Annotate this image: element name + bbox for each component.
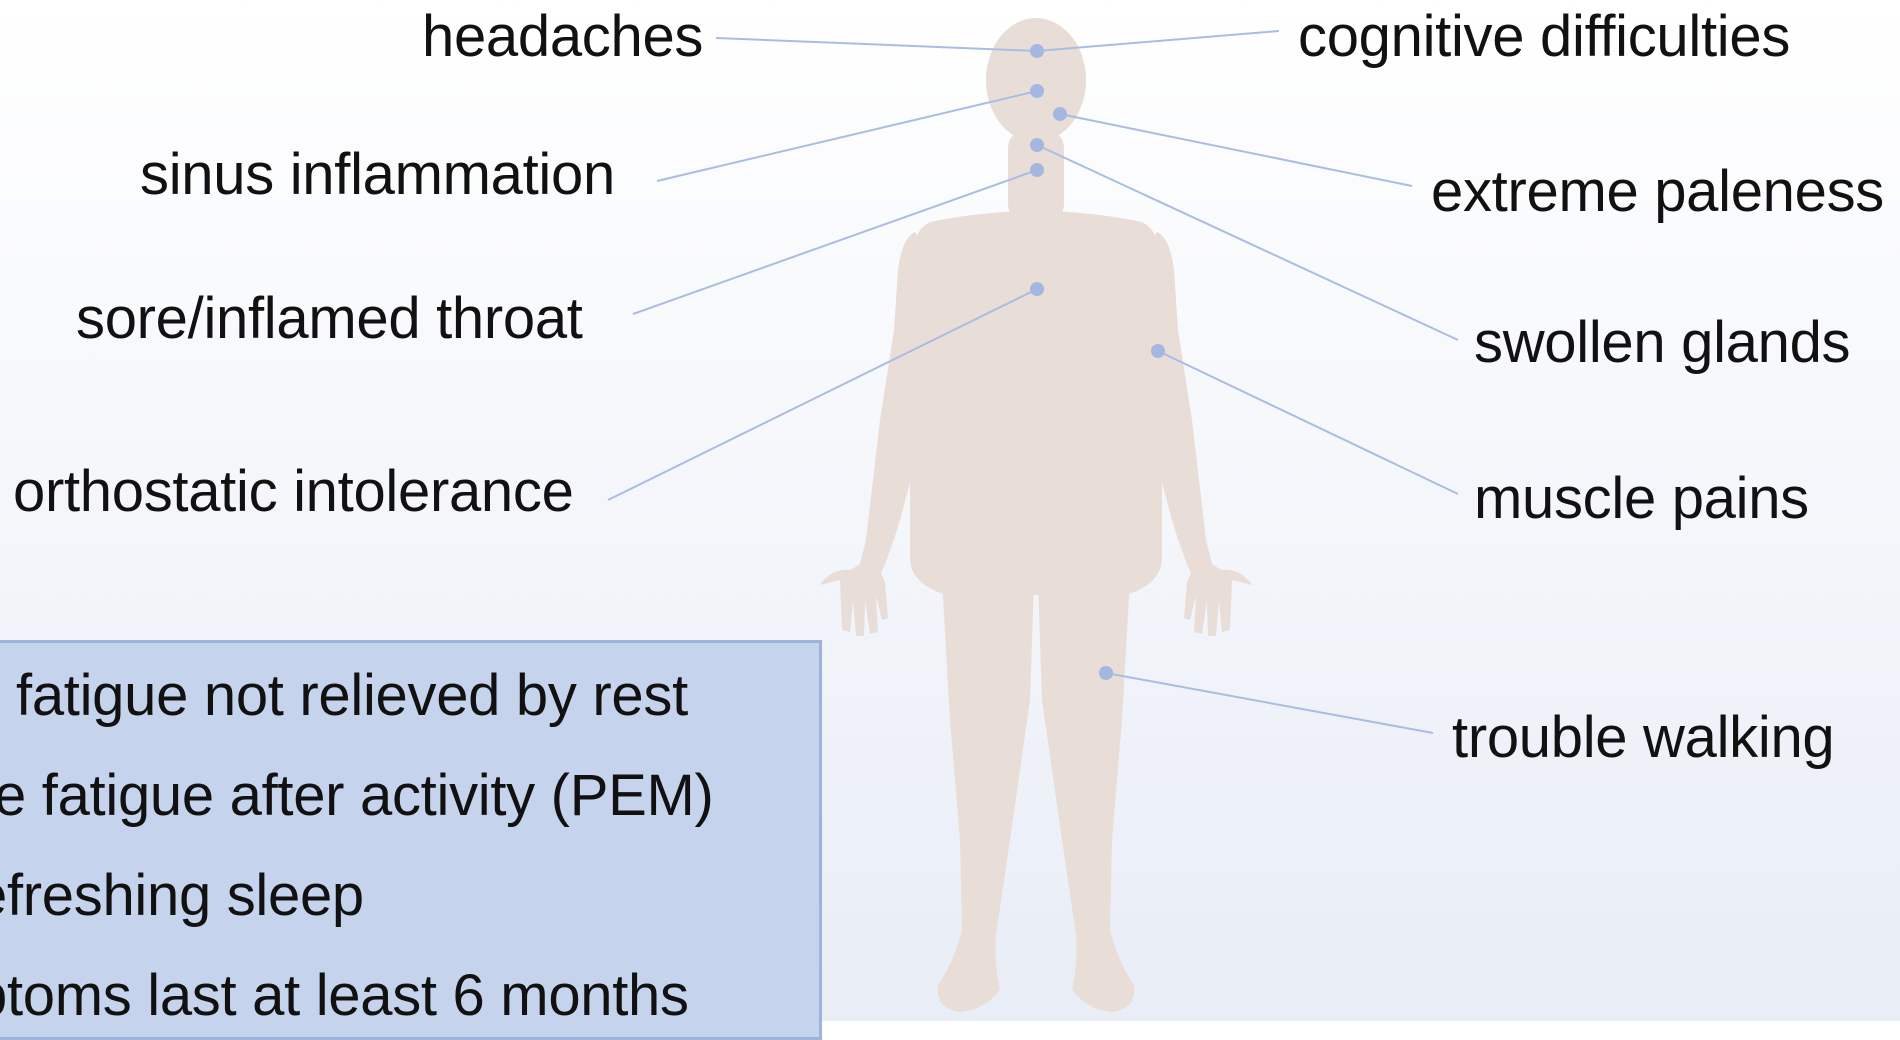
marker-sinus (1030, 84, 1044, 98)
label-extreme-paleness: extreme paleness (1431, 163, 1884, 221)
silhouette-left-leg (938, 580, 1034, 1012)
label-trouble-walking: trouble walking (1452, 709, 1834, 767)
marker-neck (1030, 138, 1044, 152)
criteria-item: fatigue not relieved by rest (16, 667, 688, 725)
criteria-item: efreshing sleep (0, 867, 364, 925)
silhouette-left-hand (820, 562, 888, 636)
leader-line-sinus (657, 91, 1037, 181)
criteria-item: re fatigue after activity (PEM) (0, 767, 714, 825)
label-sinus-inflammation: sinus inflammation (140, 146, 615, 204)
silhouette-right-leg (1038, 580, 1134, 1012)
label-sore-inflamed-throat: sore/inflamed throat (76, 290, 583, 348)
leader-line-muscle (1158, 351, 1458, 494)
silhouette-right-hand (1184, 562, 1252, 636)
marker-leg (1099, 666, 1113, 680)
leader-line-paleness (1060, 114, 1412, 186)
marker-head (1030, 44, 1044, 58)
criteria-item: ptoms last at least 6 months (0, 967, 689, 1025)
marker-arm (1151, 344, 1165, 358)
criteria-box: fatigue not relieved by rest re fatigue … (0, 640, 822, 1040)
marker-chest (1030, 282, 1044, 296)
label-muscle-pains: muscle pains (1474, 470, 1809, 528)
silhouette-torso (910, 211, 1162, 595)
label-cognitive-difficulties: cognitive difficulties (1298, 8, 1790, 66)
marker-face (1053, 107, 1067, 121)
silhouette-head (986, 18, 1086, 142)
leader-line-headaches (716, 38, 1037, 51)
leader-line-walking (1106, 673, 1433, 733)
marker-throat (1030, 163, 1044, 177)
label-orthostatic-intolerance: orthostatic intolerance (13, 463, 574, 521)
label-swollen-glands: swollen glands (1474, 314, 1850, 372)
label-headaches: headaches (422, 8, 703, 66)
